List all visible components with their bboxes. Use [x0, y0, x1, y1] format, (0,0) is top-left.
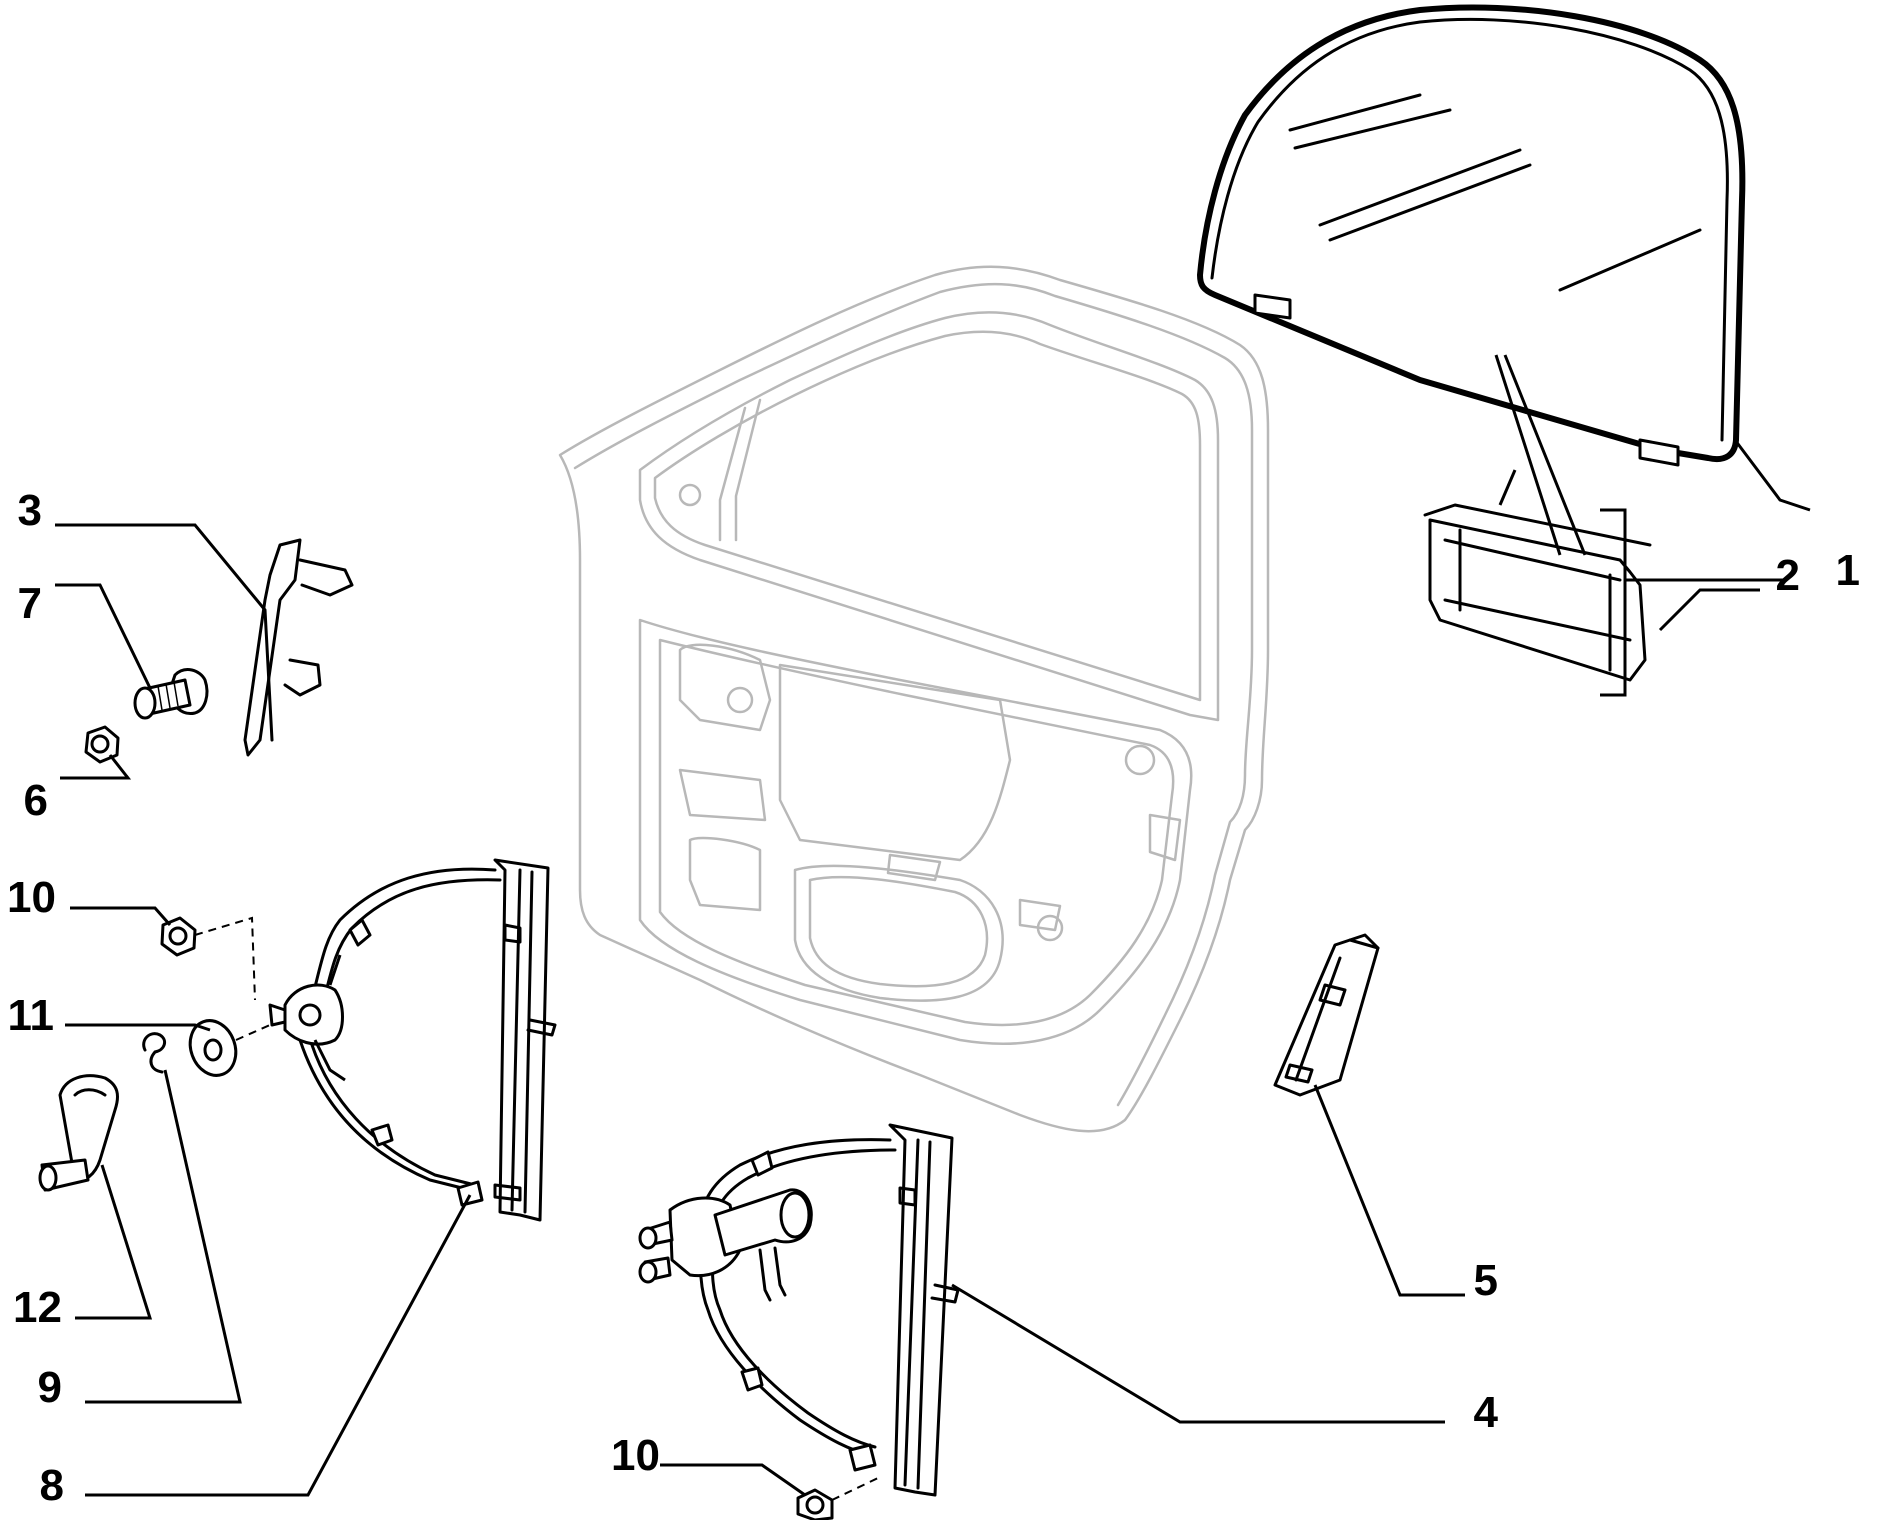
leader-1: [1600, 508, 1785, 697]
callout-10-bottom: 10: [611, 1431, 660, 1480]
leader-11: [65, 1023, 211, 1032]
bolt-drawing: [133, 668, 209, 720]
callout-12: 12: [13, 1283, 62, 1332]
leader-9: [85, 1069, 242, 1404]
leader-2: [1658, 588, 1760, 632]
nut-drawing-6: [84, 725, 120, 764]
callout-1: 1: [1836, 546, 1860, 595]
glass-channel-drawing: [1423, 354, 1652, 682]
guide-bracket-drawing: [243, 538, 354, 757]
callout-8: 8: [40, 1461, 64, 1510]
nut-drawing-10-bottom: [796, 1477, 879, 1520]
callout-7: 7: [18, 579, 42, 628]
callout-10-left: 10: [7, 873, 56, 922]
nut-drawing-10-left: [160, 916, 256, 1001]
window-glass: [1197, 4, 1746, 467]
spring-clip-drawing: [142, 1032, 167, 1074]
door-frame-drawing: [558, 265, 1270, 1133]
callout-11: 11: [7, 991, 54, 1040]
rear-guide-drawing: [1273, 933, 1380, 1097]
callout-5: 5: [1474, 1256, 1498, 1305]
washer-drawing: [188, 1019, 271, 1077]
leader-lines: [55, 439, 1811, 1497]
callout-4: 4: [1474, 1388, 1499, 1437]
leader-10-bottom: [660, 1463, 806, 1497]
leader-4: [951, 1283, 1445, 1424]
leader-12: [75, 1164, 153, 1320]
callout-9: 9: [38, 1363, 62, 1412]
electric-regulator-drawing: [638, 1123, 960, 1497]
leader-5: [1313, 1084, 1465, 1297]
leader-7: [55, 583, 152, 689]
leader-10-left: [70, 906, 172, 926]
crank-handle-drawing: [38, 1074, 119, 1192]
callout-2: 2: [1776, 551, 1800, 600]
callout-6: 6: [24, 776, 48, 825]
leader-3: [55, 523, 267, 611]
leader-6: [60, 754, 132, 780]
manual-regulator-drawing: [268, 858, 557, 1222]
callout-3: 3: [18, 486, 42, 535]
leader-8: [85, 1194, 472, 1497]
callout-labels: 1 2 3 4 5 6 7 8 9 10 11 12 10: [7, 486, 1860, 1510]
